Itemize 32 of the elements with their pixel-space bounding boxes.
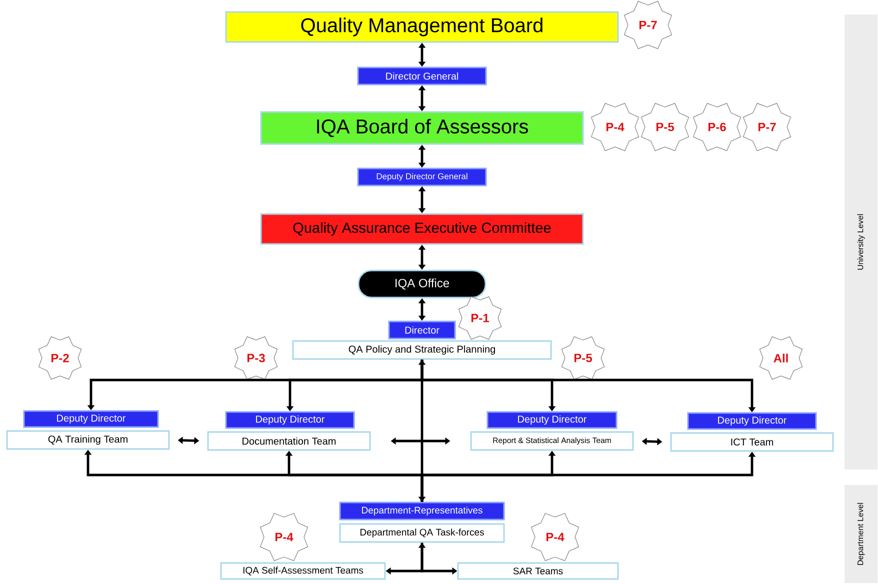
star-badge: P-5 <box>640 102 690 152</box>
title-box: Deputy Director <box>23 410 159 428</box>
team-box: IQA Self-Assessment Teams <box>220 562 386 580</box>
star-badge: P-5 <box>561 336 605 380</box>
board-box: Quality Management Board <box>225 11 619 43</box>
star-badge: P-4 <box>530 512 580 562</box>
level-band: University Level <box>844 14 878 470</box>
team-box: ICT Team <box>670 432 834 452</box>
title-box: Director General <box>357 66 487 86</box>
star-badge: P-4 <box>260 512 308 562</box>
star-badge: P-7 <box>624 0 672 50</box>
board-box: IQA Board of Assessors <box>260 111 584 145</box>
star-badge: P-4 <box>590 102 640 152</box>
team-box: SAR Teams <box>457 562 619 580</box>
team-box: Documentation Team <box>207 431 371 451</box>
star-badge: P-7 <box>742 102 792 152</box>
star-badge: P-3 <box>234 336 278 380</box>
star-badge: P-6 <box>692 102 742 152</box>
title-box: Director <box>388 320 456 340</box>
title-box: Deputy Director <box>687 412 817 430</box>
title-box: Department-Representatives <box>339 502 505 520</box>
star-badge: P-2 <box>38 336 82 380</box>
level-band: Department Level <box>844 485 878 583</box>
title-box: Deputy Director General <box>357 168 487 186</box>
title-box: Deputy Director <box>225 411 355 429</box>
star-badge: P-1 <box>458 296 502 340</box>
team-box: Departmental QA Task-forces <box>339 523 505 543</box>
star-badge: All <box>759 336 803 380</box>
team-box: QA Training Team <box>6 430 170 450</box>
committee-box: Quality Assurance Executive Committee <box>260 213 584 245</box>
team-box: QA Policy and Strategic Planning <box>292 340 552 360</box>
title-box: Deputy Director <box>486 411 618 429</box>
